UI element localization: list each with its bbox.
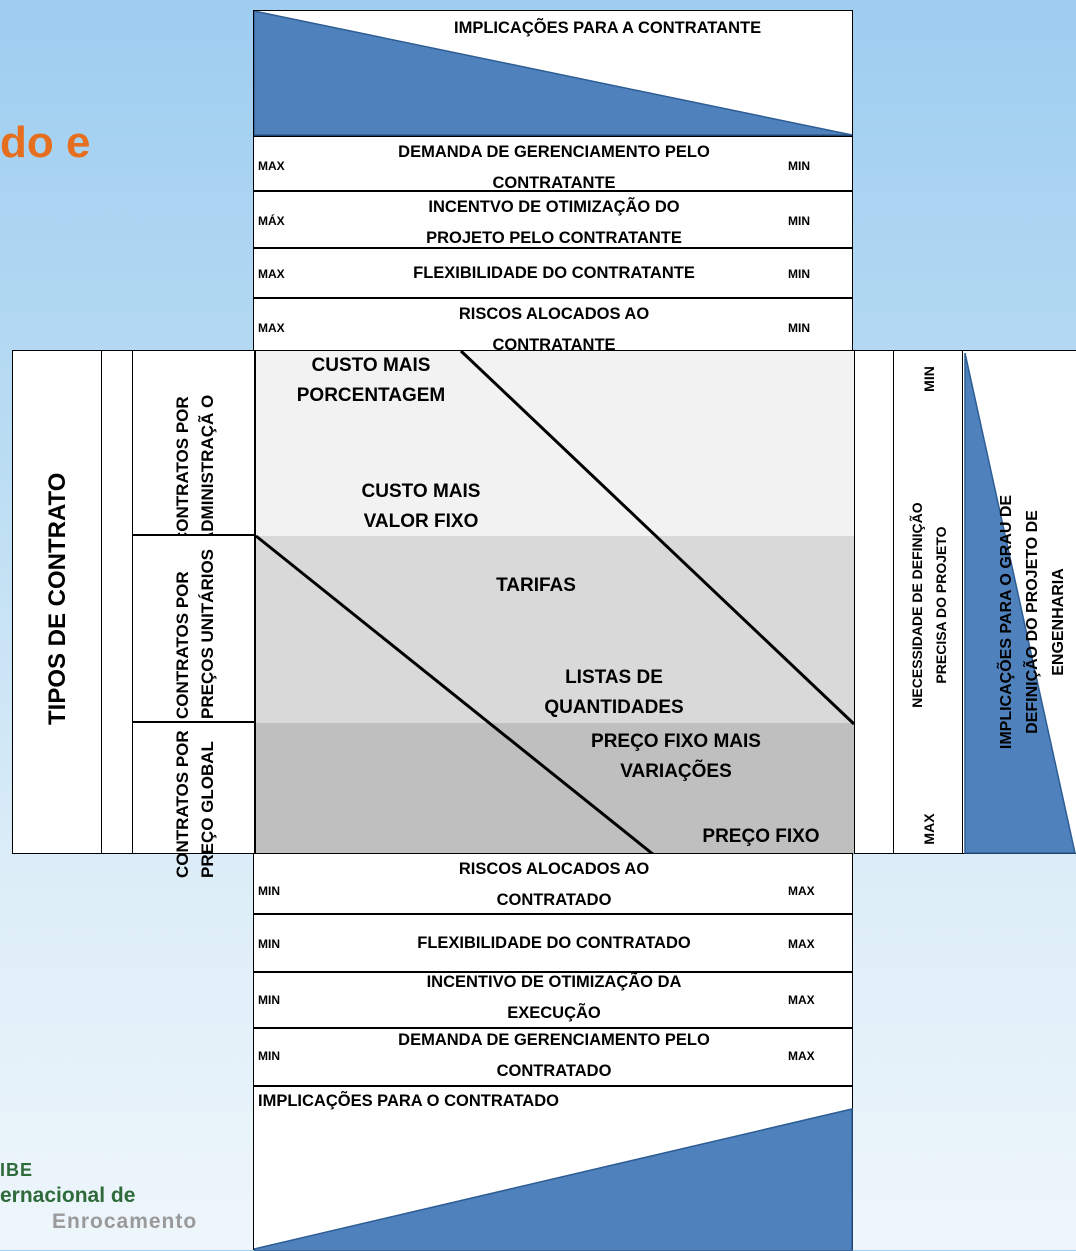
row-label: INCENTIVO DE OTIMIZAÇÃO DA EXECUÇÃO: [426, 973, 682, 1022]
contratante-triangle: [254, 11, 853, 136]
spacer-right-column: [854, 350, 894, 854]
logo-line-3: Enrocamento: [52, 1210, 198, 1233]
category-label: CONTRATOS POR PREÇO GLOBAL: [173, 730, 217, 878]
label-custo-mais-valor-fixo: CUSTO MAIS VALOR FIXO: [361, 481, 481, 532]
contratado-row-1: MIN RISCOS ALOCADOS AO CONTRATADO MAX: [253, 853, 853, 914]
logo-line-1: IBE: [0, 1160, 34, 1180]
definicao-bottom: MAX: [921, 813, 937, 845]
contract-zones-area: CUSTO MAIS PORCENTAGEM CUSTO MAIS VALOR …: [255, 350, 856, 855]
row-right-value: MIN: [788, 267, 810, 281]
row-label: RISCOS ALOCADOS AO CONTRATADO: [458, 860, 650, 909]
contratante-row-3: MAX FLEXIBILIDADE DO CONTRATANTE MIN: [253, 248, 853, 298]
contratante-heading-box: IMPLICAÇÕES PARA A CONTRATANTE: [253, 10, 853, 136]
label-tarifas: TARIFAS: [496, 575, 576, 596]
contratado-row-4: MIN DEMANDA DE GERENCIAMENTO PELO CONTRA…: [253, 1028, 853, 1086]
row-right-value: MAX: [788, 993, 815, 1007]
contratante-row-2: MÁX INCENTVO DE OTIMIZAÇÃO DO PROJETO PE…: [253, 191, 853, 248]
row-label: DEMANDA DE GERENCIAMENTO PELO CONTRATADO: [398, 1031, 710, 1080]
row-right-value: MAX: [788, 1049, 815, 1063]
tipos-de-contrato-column: TIPOS DE CONTRATO: [12, 350, 102, 854]
row-left-value: MIN: [258, 937, 280, 951]
label-custo-mais-porcentagem: CUSTO MAIS PORCENTAGEM: [296, 355, 446, 406]
label-listas-de-quantidades: LISTAS DE QUANTIDADES: [544, 667, 684, 718]
grau-label: IMPLICAÇÕES PARA O GRAU DE DEFINIÇÃO DO …: [998, 494, 1067, 750]
category-preco-global: CONTRATOS POR PREÇO GLOBAL: [132, 722, 255, 878]
category-administracao: CONTRATOS POR ADMINISTRAÇÃ O: [132, 350, 255, 544]
slide-title: do e: [0, 118, 91, 167]
zone-preco-global: [256, 723, 854, 855]
contratante-row-4: MAX RISCOS ALOCADOS AO CONTRATANTE MIN: [253, 298, 853, 354]
contratado-triangle: [254, 1108, 853, 1251]
label-preco-fixo-mais-variacoes: PREÇO FIXO MAIS VARIAÇÕES: [591, 731, 761, 782]
logo-line-2: ernacional de: [0, 1184, 136, 1207]
definicao-label: NECESSIDADE DE DEFINIÇÃO PRECISA DO PROJ…: [909, 502, 949, 708]
category-precos-unitarios: CONTRATOS POR PREÇOS UNITÁRIOS: [132, 535, 255, 722]
row-left-value: MIN: [258, 1049, 280, 1063]
zone-administracao: [256, 351, 854, 536]
row-right-value: MIN: [788, 159, 810, 173]
tipos-de-contrato-label: TIPOS DE CONTRATO: [44, 472, 71, 725]
grau-column: IMPLICAÇÕES PARA O GRAU DE DEFINIÇÃO DO …: [962, 350, 1076, 854]
contratado-heading-box: IMPLICAÇÕES PARA O CONTRATADO: [253, 1086, 853, 1251]
row-label: FLEXIBILIDADE DO CONTRATADO: [417, 934, 691, 952]
row-left-value: MAX: [258, 267, 285, 281]
contratado-row-2: MIN FLEXIBILIDADE DO CONTRATADO MAX: [253, 914, 853, 972]
contratante-heading: IMPLICAÇÕES PARA A CONTRATANTE: [454, 19, 762, 37]
grau-triangle: [964, 352, 1076, 854]
row-left-value: MAX: [258, 321, 285, 335]
definicao-top: MIN: [921, 366, 937, 392]
contratado-row-3: MIN INCENTIVO DE OTIMIZAÇÃO DA EXECUÇÃO …: [253, 972, 853, 1028]
row-right-value: MIN: [788, 214, 810, 228]
row-right-value: MAX: [788, 884, 815, 898]
row-left-value: MIN: [258, 884, 280, 898]
row-left-value: MIN: [258, 993, 280, 1007]
row-left-value: MÁX: [258, 214, 285, 228]
category-label: CONTRATOS POR PREÇOS UNITÁRIOS: [173, 548, 217, 719]
row-label: RISCOS ALOCADOS AO CONTRATANTE: [458, 305, 650, 354]
category-label: CONTRATOS POR ADMINISTRAÇÃ O: [173, 394, 217, 544]
row-left-value: MAX: [258, 159, 285, 173]
row-right-value: MAX: [788, 937, 815, 951]
contratante-row-1: MAX DEMANDA DE GERENCIAMENTO PELO CONTRA…: [253, 136, 853, 192]
zone-diagonal-lines: [256, 351, 856, 855]
row-label: FLEXIBILIDADE DO CONTRATANTE: [413, 264, 695, 282]
row-right-value: MIN: [788, 321, 810, 335]
row-label: DEMANDA DE GERENCIAMENTO PELO CONTRATANT…: [398, 143, 710, 192]
spacer-column: [101, 350, 133, 854]
contratado-heading: IMPLICAÇÕES PARA O CONTRATADO: [258, 1092, 559, 1110]
label-preco-fixo: PREÇO FIXO: [702, 826, 820, 847]
row-label: INCENTVO DE OTIMIZAÇÃO DO PROJETO PELO C…: [426, 198, 682, 247]
definicao-column: MIN NECESSIDADE DE DEFINIÇÃO PRECISA DO …: [893, 350, 963, 854]
